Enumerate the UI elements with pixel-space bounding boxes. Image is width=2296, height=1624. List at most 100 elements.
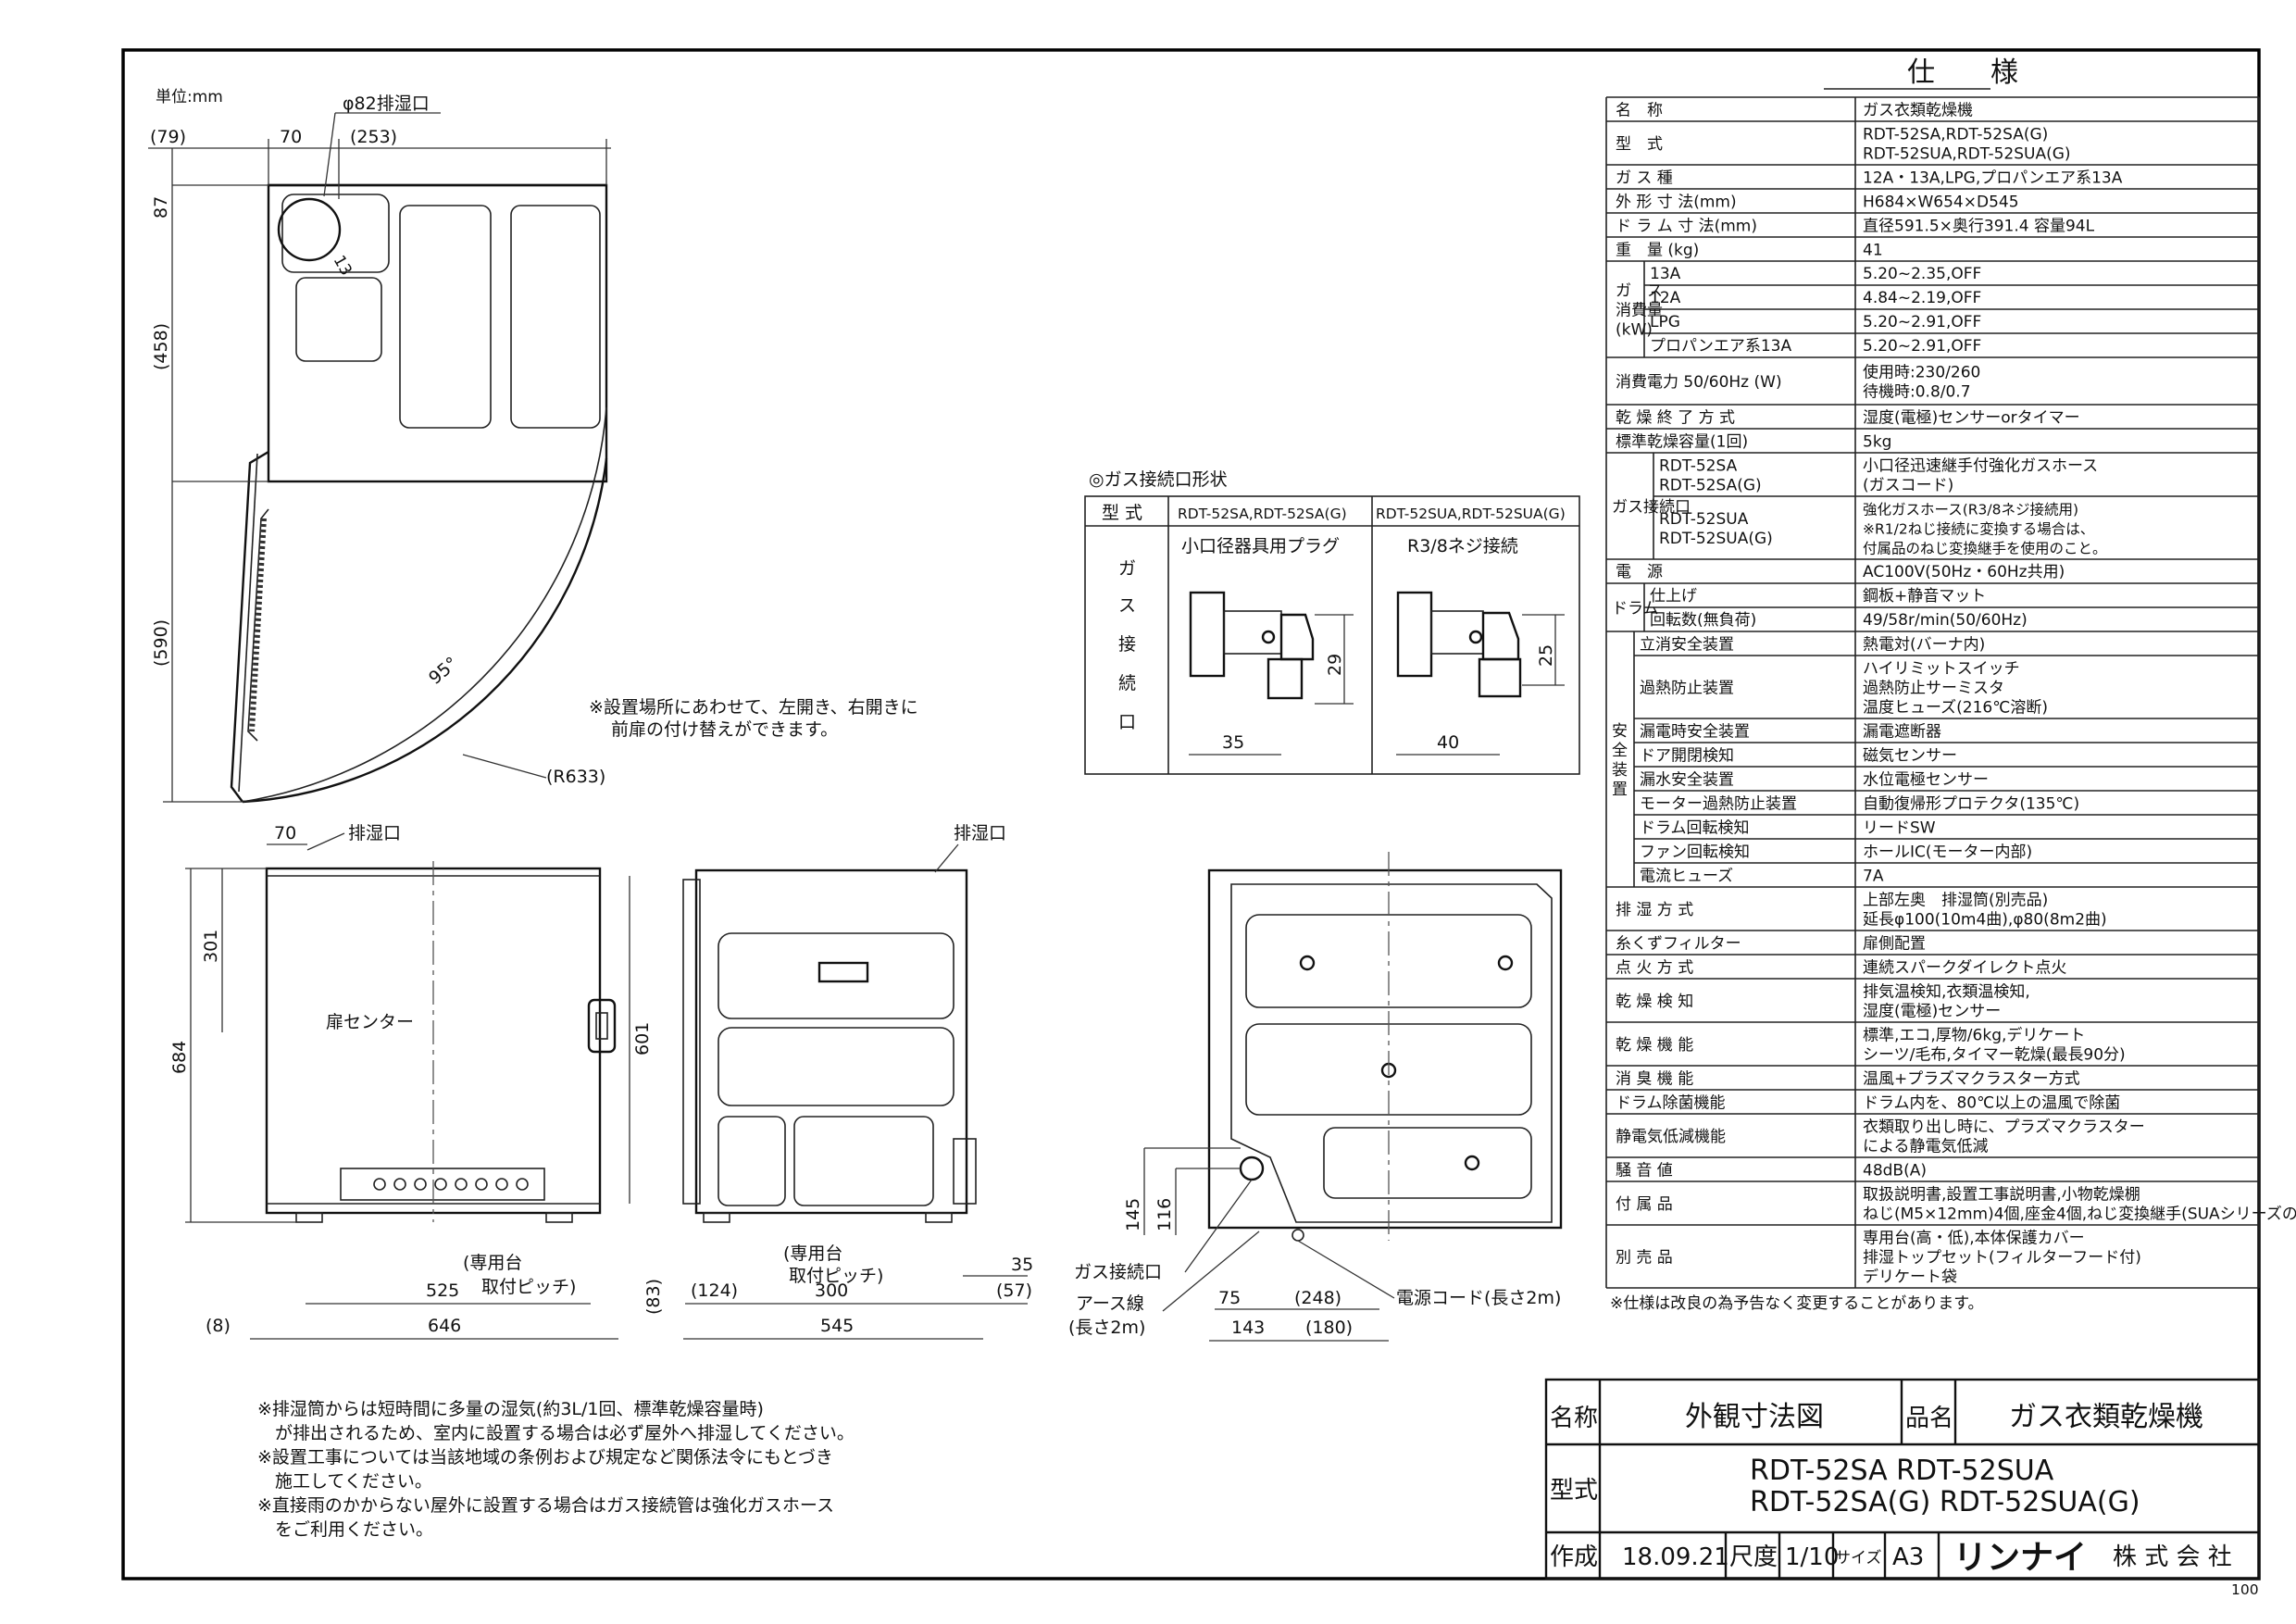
spec-row3-val-7-1: による静電気低減 (1863, 1138, 1989, 1156)
spec-row3-key-3-0: 乾 燥 検 知 (1616, 993, 1693, 1011)
front-view: 排湿口 扉センター 70 301 684 601 525 (専用台 取付ピッチ)… (169, 823, 664, 1340)
spec-row-key-1-0: 型 式 (1616, 135, 1663, 154)
door-note-2: 前扉の付け替えができます。 (611, 719, 838, 740)
rear-dim-180: (180) (1305, 1318, 1353, 1338)
gas-cons-key-3: プロパンエア系13A (1650, 337, 1791, 356)
rear-dim-143: 143 (1231, 1318, 1265, 1338)
note-5: をご利用ください。 (257, 1519, 433, 1540)
spec-row-val-1-1: RDT-52SUA,RDT-52SUA(G) (1863, 145, 2071, 164)
spec-row3-val-0-1: 延長φ100(10m4曲),φ80(8m2曲) (1863, 911, 2107, 930)
plug2-label: R3/8ネジ接続 (1407, 536, 1518, 556)
spec-row3-val-10-1: 排湿トップセット(フィルターフード付) (1863, 1249, 2141, 1268)
tb-model-line2: RDT-52SA(G) RDT-52SUA(G) (1750, 1486, 2140, 1518)
gas-cons-label-1: 消費量 (1616, 302, 1663, 320)
safety-val-1-2: 温度ヒューズ(216℃溶断) (1863, 699, 2048, 718)
rear-gas-port (1239, 1156, 1265, 1181)
tb-company-suffix: 株 式 会 社 (2113, 1543, 2232, 1571)
spec-row-key-3-0: 外 形 寸 法(mm) (1616, 194, 1737, 212)
safety-key-0-0: 立消安全装置 (1640, 636, 1734, 655)
gas-cons-key-2: LPG (1650, 313, 1680, 331)
spec-row-val-5-0: 41 (1863, 242, 1883, 260)
gas-dim-25: 25 (1536, 644, 1556, 667)
spec-row-key-5-0: 重 量 (kg) (1616, 242, 1699, 260)
power-source-val: AC100V(50Hz・60Hz共用) (1863, 563, 2065, 581)
angle-95: 95° (425, 653, 462, 689)
door-note-1: ※設置場所にあわせて、左開き、右開きに (589, 697, 918, 718)
front-stand-2: 取付ピッチ) (481, 1277, 576, 1297)
safety-val-4-0: 水位電極センサー (1863, 771, 1989, 790)
safety-val-6-0: リードSW (1863, 819, 1936, 838)
spec-title: 仕 様 (1907, 56, 2018, 89)
spec-row3-val-10-2: デリケート袋 (1863, 1268, 1957, 1287)
side-dim-545: 545 (820, 1316, 854, 1336)
side-exhaust-label: 排湿口 (954, 823, 1006, 843)
spec-row3-val-5-0: 温風+プラズマクラスター方式 (1863, 1070, 2080, 1089)
side-dim-57: (57) (996, 1280, 1032, 1301)
spec-row3-key-9-0: 付 属 品 (1616, 1195, 1673, 1214)
spec-row3-val-4-1: シーツ/毛布,タイマー乾燥(最長90分) (1863, 1046, 2126, 1065)
safety-val-2-0: 漏電遮断器 (1863, 723, 1941, 742)
safety-key-1-0: 過熱防止装置 (1640, 680, 1734, 698)
gas-cons-val-3: 5.20~2.91,OFF (1863, 337, 1981, 356)
gas-table-model2: RDT-52SUA,RDT-52SUA(G) (1376, 506, 1566, 522)
rear-gas-label: ガス接続口 (1074, 1262, 1162, 1282)
spec-row3-val-10-0: 専用台(高・低),本体保護カバー (1863, 1230, 2085, 1248)
spec-row3-val-3-1: 湿度(電極)センサー (1863, 1003, 2001, 1021)
safety-val-1-1: 過熱防止サーミスタ (1863, 680, 2004, 698)
safety-label-1: 全 (1612, 742, 1628, 760)
gas-conn-val-1-1: ※R1/2ねじ接続に変換する場合は、 (1863, 521, 2094, 538)
dim-13: 13 (330, 253, 356, 280)
rear-dim-248: (248) (1294, 1288, 1341, 1308)
gas-conn-val-0-0: 小口径迅速継手付強化ガスホース (1863, 457, 2098, 476)
title-block: 名称 外観寸法図 品名 ガス衣類乾燥機 型式 RDT-52SA RDT-52SU… (1544, 1378, 2261, 1580)
top-exhaust-label: φ82排湿口 (343, 94, 430, 114)
gas-conn-key-1-0: RDT-52SUA (1659, 510, 1749, 529)
gas-dim-29: 29 (1325, 654, 1345, 676)
note-4: ※直接雨のかからない屋外に設置する場合はガス接続管は強化ガスホース (257, 1495, 834, 1516)
spec-row-key-2-0: ガ ス 種 (1616, 169, 1673, 188)
gas-conn-label-0: ガス接続口 (1612, 498, 1691, 517)
gas-cons-key-0: 13A (1650, 265, 1681, 283)
safety-val-3-0: 磁気センサー (1863, 747, 1957, 766)
gas-row-3: 続 (1118, 673, 1136, 693)
spec-row-val-3-0: H684×W654×D545 (1863, 194, 2019, 212)
spec-row3-key-1-0: 糸くずフィルター (1616, 935, 1741, 954)
spec-row3-key-2-0: 点 火 方 式 (1616, 959, 1693, 978)
gas-conn-val-1-2: 付属品のねじ変換継手を使用のこと。 (1863, 541, 2107, 557)
sheet-number: 100 (2231, 1581, 2259, 1598)
dim-r633: (R633) (546, 767, 605, 787)
tb-product-value: ガス衣類乾燥機 (2009, 1401, 2203, 1433)
front-stand-1: (専用台 (463, 1253, 522, 1273)
safety-key-8-0: 電流ヒューズ (1640, 868, 1733, 886)
door-center-label: 扉センター (326, 1012, 414, 1032)
front-dim-8: (8) (206, 1316, 231, 1336)
rear-earth-1: アース線 (1076, 1293, 1144, 1314)
dim-87: 87 (151, 196, 171, 219)
dim-79: (79) (150, 127, 186, 147)
side-view: 排湿口 (専用台 取付ピッチ) (124) 300 (57) 35 545 (682, 823, 1033, 1340)
safety-key-6-0: ドラム回転検知 (1640, 819, 1750, 838)
gas-cons-key-1: 12A (1650, 289, 1681, 307)
safety-key-5-0: モーター過熱防止装置 (1640, 795, 1797, 814)
tb-date: 18.09.21 (1622, 1543, 1729, 1571)
gas-table-caption: ◎ガス接続口形状 (1089, 469, 1228, 490)
spec-row2-val-0-0: 湿度(電極)センサーorタイマー (1863, 409, 2080, 428)
gas-dim-35: 35 (1222, 732, 1244, 753)
safety-label-0: 安 (1612, 722, 1628, 741)
gas-row-1: ス (1118, 595, 1136, 616)
power-val-0: 使用時:230/260 (1863, 363, 1980, 382)
tb-name-value: 外観寸法図 (1685, 1401, 1824, 1433)
spec-row-key-0-0: 名 称 (1616, 102, 1663, 120)
dim-70: 70 (280, 127, 302, 147)
safety-label-2: 装 (1612, 761, 1628, 780)
gas-connection-table: ◎ガス接続口形状 型 式 RDT-52SA,RDT-52SA(G) RDT-52… (1084, 469, 1580, 775)
spec-row-val-1-0: RDT-52SA,RDT-52SA(G) (1863, 126, 2048, 144)
safety-key-2-0: 漏電時安全装置 (1640, 723, 1750, 742)
safety-key-4-0: 漏水安全装置 (1640, 771, 1734, 790)
front-dim-646: 646 (428, 1316, 461, 1336)
control-buttons (373, 1178, 529, 1191)
drum-val-1: 49/58r/min(50/60Hz) (1863, 611, 2028, 630)
unit-label: 単位:mm (156, 88, 223, 106)
spec-row-val-0-0: ガス衣類乾燥機 (1863, 102, 1973, 120)
